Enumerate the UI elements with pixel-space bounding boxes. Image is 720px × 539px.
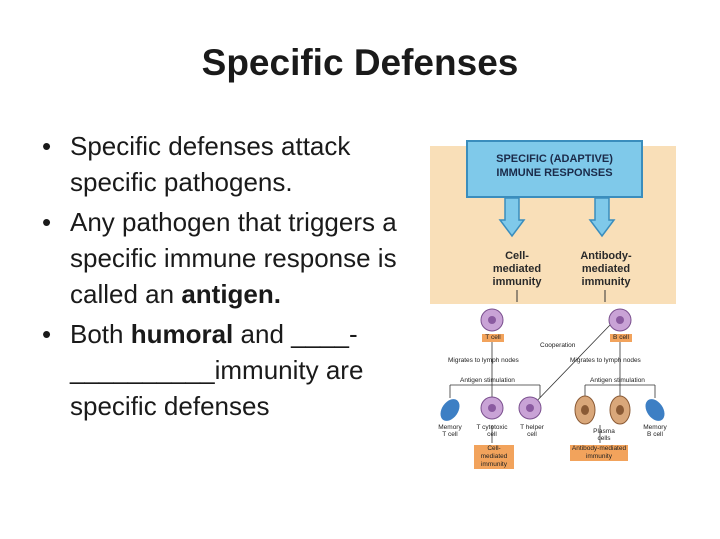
bullet-glyph: • (42, 319, 52, 349)
bullet-text: Any pathogen that triggers a specific im… (70, 207, 397, 309)
bullet-text: Both (70, 319, 131, 349)
bullet-bold-term: antigen. (181, 279, 281, 309)
adaptive-response-box: SPECIFIC (ADAPTIVE) IMMUNE RESPONSES (466, 140, 643, 198)
bullet-glyph: • (42, 131, 52, 161)
antigen-left-label: Antigen stimulation (460, 377, 515, 384)
b-cell-tag: B cell (610, 334, 632, 342)
bullet-text: and ____- (233, 319, 358, 349)
bullet-glyph: • (42, 207, 52, 237)
cooperation-label: Cooperation (540, 342, 576, 349)
bullet-list: • Specific defenses attack specific path… (40, 128, 430, 428)
diagram-lines (440, 197, 665, 443)
antigen-right-label: Antigen stimulation (590, 377, 645, 384)
box-line1: SPECIFIC (ADAPTIVE) (496, 153, 613, 165)
bullet-item: • Specific defenses attack specific path… (40, 128, 430, 200)
migrates-left-label: Migrates to lymph nodes (448, 357, 519, 364)
bullet-bold-term: humoral (130, 319, 234, 349)
t-cell-tag: T cell (482, 334, 504, 342)
slide-title: Specific Defenses (201, 42, 519, 83)
immune-response-diagram: SPECIFIC (ADAPTIVE) IMMUNE RESPONSES Cel… (430, 140, 680, 480)
migrates-right-label: Migrates to lymph nodes (570, 357, 641, 364)
bullet-text: Specific defenses attack specific pathog… (70, 131, 351, 197)
box-line2: IMMUNE RESPONSES (496, 167, 613, 179)
bullet-item: • Any pathogen that triggers a specific … (40, 204, 430, 312)
bullet-text: __________immunity are specific defenses (70, 355, 364, 421)
bullet-item: • Both humoral and ____- __________immuni… (40, 316, 430, 424)
